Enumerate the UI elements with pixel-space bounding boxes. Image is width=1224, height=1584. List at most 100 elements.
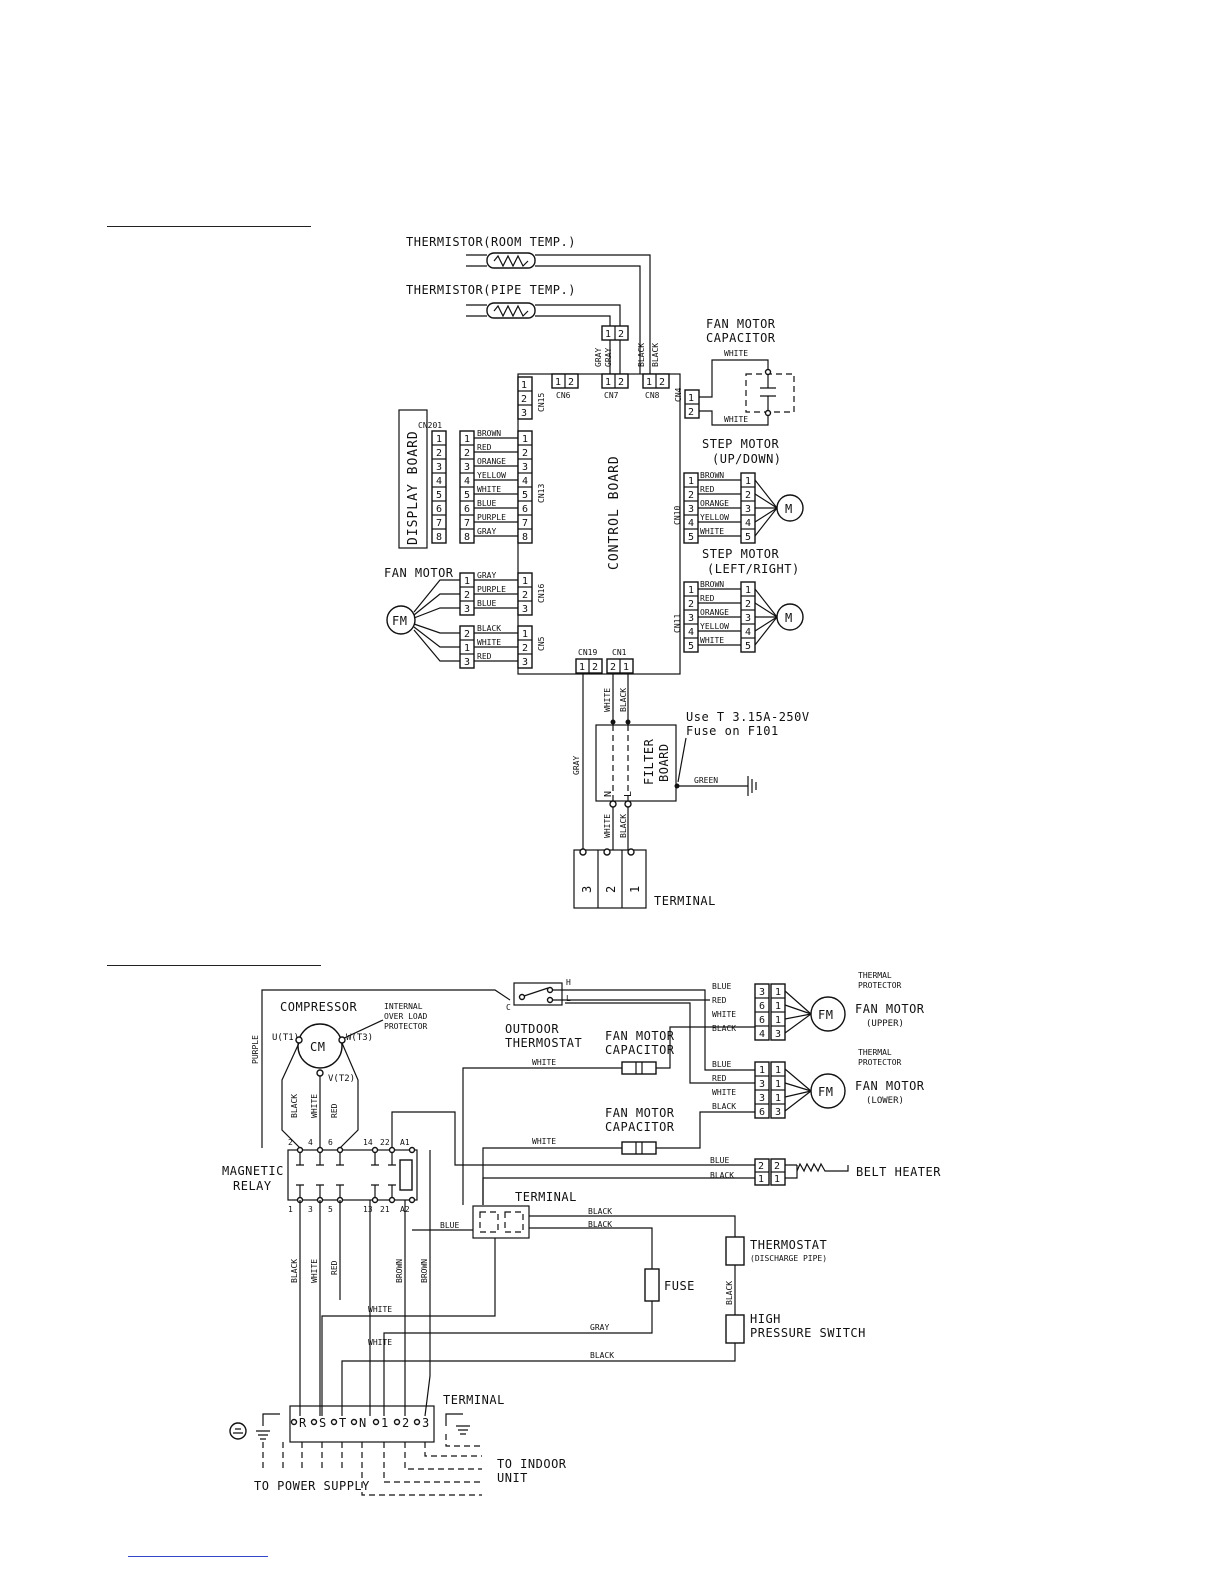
cn5-plug: 213: [459, 625, 475, 669]
indoor-fan-motor-icon: [386, 605, 416, 635]
svg-text:1: 1: [775, 1079, 781, 1090]
display-wire-label: BLUE: [477, 499, 496, 508]
svg-text:WHITE: WHITE: [724, 349, 748, 358]
svg-text:WHITE: WHITE: [603, 814, 612, 838]
svg-text:6: 6: [436, 504, 442, 515]
svg-text:INTERNAL: INTERNAL: [384, 1002, 423, 1011]
svg-text:CN6: CN6: [556, 391, 571, 400]
svg-text:THERMOSTAT: THERMOSTAT: [505, 1036, 582, 1050]
display-wire-label: GRAY: [477, 527, 496, 536]
svg-text:HIGH: HIGH: [750, 1312, 781, 1326]
svg-text:21: 21: [380, 1205, 390, 1214]
svg-text:6: 6: [759, 1015, 765, 1026]
svg-text:3: 3: [688, 504, 694, 515]
svg-text:22: 22: [380, 1138, 390, 1147]
svg-text:GREEN: GREEN: [694, 776, 718, 785]
svg-text:1: 1: [605, 329, 611, 340]
svg-text:2: 2: [618, 329, 624, 340]
svg-text:13: 13: [363, 1205, 373, 1214]
svg-text:GRAY: GRAY: [604, 348, 613, 367]
svg-text:1: 1: [628, 885, 642, 893]
svg-text:1: 1: [688, 393, 694, 404]
svg-text:1: 1: [555, 377, 561, 388]
display-board: [398, 409, 428, 549]
belt-heater-label: BELT HEATER: [856, 1165, 941, 1179]
svg-text:2: 2: [745, 599, 751, 610]
outdoor-fan-wire-label: BLACK: [712, 1102, 736, 1111]
svg-text:2: 2: [522, 590, 528, 601]
cn16-pins: 123: [517, 572, 533, 616]
svg-text:OUTDOOR: OUTDOOR: [505, 1022, 559, 1036]
display-wire-label: PURPLE: [477, 513, 506, 522]
svg-text:FAN MOTOR: FAN MOTOR: [706, 317, 776, 331]
svg-text:3: 3: [745, 504, 751, 515]
terminal-block-label: 2: [402, 1416, 410, 1430]
compressor-label: COMPRESSOR: [280, 1000, 358, 1014]
svg-text:BLUE: BLUE: [440, 1221, 459, 1230]
svg-text:8: 8: [464, 532, 470, 543]
svg-text:(LEFT/RIGHT): (LEFT/RIGHT): [707, 562, 800, 576]
svg-text:CN5: CN5: [537, 636, 546, 651]
svg-text:PRESSURE SWITCH: PRESSURE SWITCH: [750, 1326, 866, 1340]
svg-text:4: 4: [522, 476, 528, 487]
svg-text:1: 1: [745, 476, 751, 487]
indoor-wiring-diagram: THERMISTOR(ROOM TEMP.) THERMISTOR(PIPE T…: [384, 235, 809, 909]
fuse-note-line2: Fuse on F101: [686, 724, 779, 738]
svg-text:BLACK: BLACK: [619, 688, 628, 712]
svg-text:3: 3: [688, 613, 694, 624]
svg-text:BLACK: BLACK: [588, 1207, 612, 1216]
svg-text:CAPACITOR: CAPACITOR: [605, 1120, 675, 1134]
svg-text:5: 5: [688, 641, 694, 652]
svg-text:3: 3: [759, 1079, 765, 1090]
svg-text:7: 7: [464, 518, 470, 529]
svg-text:1: 1: [521, 380, 527, 391]
control-board-label: CONTROL BOARD: [607, 455, 622, 570]
svg-text:4: 4: [688, 518, 694, 529]
svg-text:1: 1: [522, 434, 528, 445]
fuse-icon: [644, 1268, 660, 1302]
svg-text:MAGNETIC: MAGNETIC: [222, 1164, 284, 1178]
svg-text:2: 2: [288, 1138, 293, 1147]
fan-wire-label: WHITE: [477, 638, 501, 647]
svg-text:BROWN: BROWN: [420, 1259, 429, 1283]
svg-text:BLACK: BLACK: [588, 1220, 612, 1229]
terminal-block-label: S: [319, 1416, 327, 1430]
filter-board: [595, 724, 677, 802]
indoor-fan-motor-label: FAN MOTOR: [384, 566, 454, 580]
svg-text:1: 1: [579, 662, 585, 673]
svg-text:M: M: [785, 611, 793, 625]
svg-text:BLACK: BLACK: [710, 1171, 734, 1180]
svg-text:BLACK: BLACK: [619, 814, 628, 838]
footer-link-rule[interactable]: [128, 1556, 268, 1557]
outdoor-fan-plugs: 36641113BLUEREDWHITEBLACK13361113BLUERED…: [712, 982, 812, 1119]
display-wire-label: YELLOW: [477, 471, 506, 480]
svg-text:1: 1: [758, 1174, 764, 1185]
svg-text:3: 3: [464, 604, 470, 615]
ground-icon-left: [256, 1413, 280, 1440]
svg-text:C: C: [506, 1003, 511, 1012]
svg-text:PROTECTOR: PROTECTOR: [384, 1022, 428, 1031]
svg-text:BOARD: BOARD: [657, 743, 671, 782]
svg-text:M: M: [785, 502, 793, 516]
svg-text:2: 2: [521, 394, 527, 405]
svg-text:3: 3: [522, 462, 528, 473]
capacitor-icon: [745, 373, 795, 413]
cn4-connector: 12 CN4: [674, 387, 700, 419]
svg-text:FILTER: FILTER: [642, 738, 656, 785]
svg-text:CN16: CN16: [537, 584, 546, 603]
svg-text:1: 1: [464, 576, 470, 587]
fan-motor-lower-icon: [810, 1073, 846, 1109]
outdoor-fan-wire-label: RED: [712, 1074, 727, 1083]
svg-text:14: 14: [363, 1138, 373, 1147]
svg-text:BLACK: BLACK: [290, 1094, 299, 1118]
indoor-terminal: [573, 849, 647, 909]
svg-text:3: 3: [775, 1029, 781, 1040]
svg-text:CN10: CN10: [673, 506, 682, 525]
to-power-supply-label: TO POWER SUPPLY: [254, 1479, 370, 1493]
svg-text:UNIT: UNIT: [497, 1471, 528, 1485]
svg-text:1: 1: [759, 1065, 765, 1076]
svg-text:(DISCHARGE PIPE): (DISCHARGE PIPE): [750, 1254, 827, 1263]
